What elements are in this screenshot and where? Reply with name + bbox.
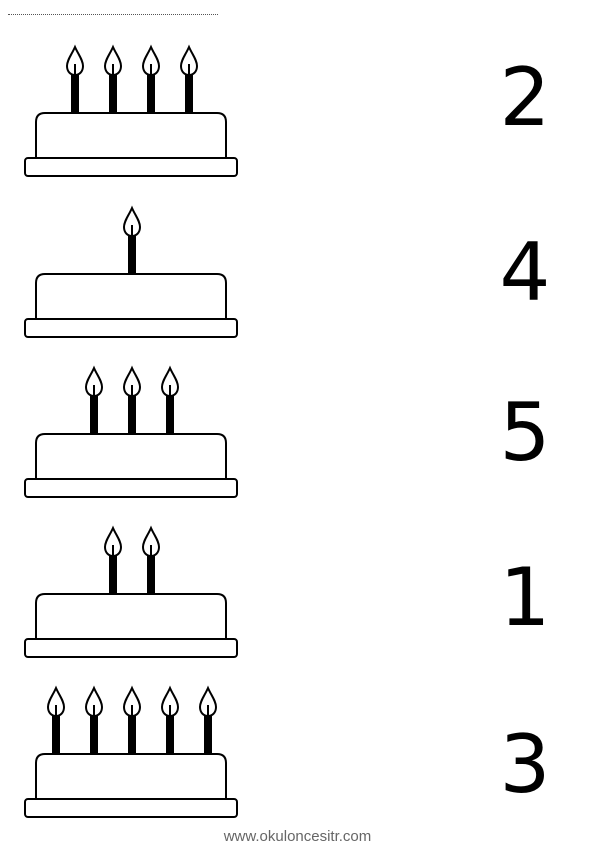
cake-drawing: [24, 205, 238, 338]
candle-icon: [46, 685, 66, 754]
cake-2: [24, 203, 238, 341]
cake-drawing: [24, 365, 238, 498]
cake-body: [35, 753, 227, 802]
cake-plate: [24, 638, 238, 658]
cake-plate: [24, 157, 238, 177]
candle-icon: [160, 365, 180, 434]
cake-body: [35, 273, 227, 322]
cake-drawing: [24, 525, 238, 658]
cake-body: [35, 112, 227, 161]
cake-body: [35, 593, 227, 642]
candle-icon: [122, 205, 142, 274]
cake-4: [24, 523, 238, 661]
cake-body: [35, 433, 227, 482]
match-number-4: 1: [499, 551, 551, 644]
cake-drawing: [24, 44, 238, 177]
candle-icon: [103, 525, 123, 594]
cake-3: [24, 363, 238, 501]
name-blank-line[interactable]: [8, 14, 218, 15]
match-number-1: 2: [499, 51, 551, 144]
candle-icon: [198, 685, 218, 754]
candle-icon: [141, 525, 161, 594]
candle-icon: [122, 365, 142, 434]
cake-plate: [24, 478, 238, 498]
match-number-3: 5: [499, 386, 551, 479]
candle-icon: [160, 685, 180, 754]
candle-icon: [103, 44, 123, 113]
candle-icon: [141, 44, 161, 113]
candle-icon: [84, 685, 104, 754]
cake-5: [24, 683, 238, 821]
match-number-5: 3: [499, 718, 551, 811]
cake-plate: [24, 798, 238, 818]
match-number-2: 4: [499, 226, 551, 319]
candle-icon: [65, 44, 85, 113]
candle-icon: [84, 365, 104, 434]
cake-1: [24, 42, 238, 180]
website-footer: www.okuloncesitr.com: [223, 828, 372, 845]
candle-icon: [179, 44, 199, 113]
candle-icon: [122, 685, 142, 754]
cake-plate: [24, 318, 238, 338]
cake-drawing: [24, 685, 238, 818]
